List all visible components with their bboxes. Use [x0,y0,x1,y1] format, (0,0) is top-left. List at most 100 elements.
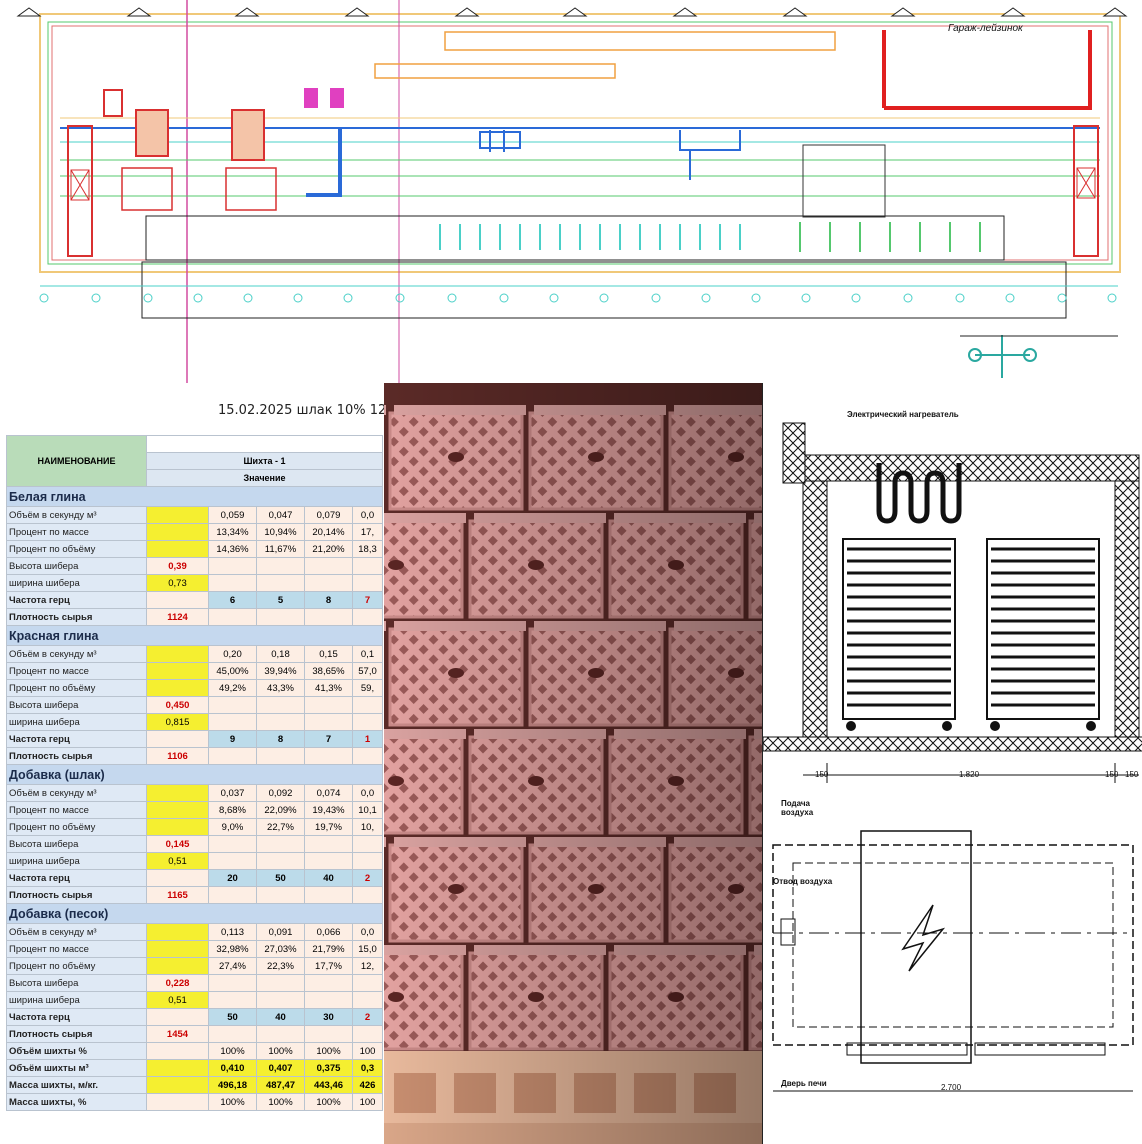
totals-input-cell[interactable] [146,1042,209,1060]
totals-label[interactable]: Масса шихты, % [6,1093,147,1111]
row-input-cell[interactable] [146,869,209,887]
value-cell[interactable]: 0,113 [208,923,257,941]
row-label[interactable]: Частота герц [6,1008,147,1026]
value-cell[interactable]: 38,65% [304,662,353,680]
value-cell[interactable]: 21,79% [304,940,353,958]
value-cell[interactable] [256,574,305,592]
value-cell[interactable]: 49,2% [208,679,257,697]
row-label[interactable]: Объём в секунду м³ [6,923,147,941]
value-cell[interactable] [208,852,257,870]
totals-value-cell[interactable]: 100% [208,1093,257,1111]
value-cell[interactable]: 18,3 [352,540,383,558]
totals-value-cell[interactable]: 100% [304,1042,353,1060]
value-cell[interactable] [304,608,353,626]
row-input-cell[interactable] [146,923,209,941]
row-input-cell[interactable] [146,591,209,609]
value-cell[interactable] [352,835,383,853]
value-cell[interactable]: 0,15 [304,645,353,663]
totals-value-cell[interactable]: 0,3 [352,1059,383,1077]
value-cell[interactable] [304,696,353,714]
value-cell[interactable] [352,1025,383,1043]
totals-value-cell[interactable]: 100% [256,1093,305,1111]
value-cell[interactable]: 0,0 [352,784,383,802]
row-label[interactable]: Процент по массе [6,940,147,958]
row-label[interactable]: Процент по объёму [6,540,147,558]
value-cell[interactable]: 39,94% [256,662,305,680]
row-label[interactable]: Частота герц [6,869,147,887]
row-label[interactable]: Плотность сырья [6,1025,147,1043]
row-label[interactable]: ширина шибера [6,852,147,870]
totals-value-cell[interactable]: 0,407 [256,1059,305,1077]
value-cell[interactable] [352,747,383,765]
row-input-cell[interactable]: 0,39 [146,557,209,575]
value-cell[interactable]: 9 [208,730,257,748]
value-cell[interactable] [352,852,383,870]
value-cell[interactable]: 1 [352,730,383,748]
value-cell[interactable]: 14,36% [208,540,257,558]
totals-value-cell[interactable]: 487,47 [256,1076,305,1094]
value-cell[interactable]: 32,98% [208,940,257,958]
value-cell[interactable] [208,574,257,592]
row-input-cell[interactable] [146,540,209,558]
row-input-cell[interactable]: 1124 [146,608,209,626]
row-label[interactable]: Объём в секунду м³ [6,506,147,524]
value-cell[interactable]: 19,43% [304,801,353,819]
value-cell[interactable]: 0,0 [352,506,383,524]
value-cell[interactable] [208,991,257,1009]
value-cell[interactable] [256,886,305,904]
value-cell[interactable] [208,835,257,853]
row-input-cell[interactable]: 0,815 [146,713,209,731]
value-cell[interactable] [304,574,353,592]
value-cell[interactable] [208,747,257,765]
value-cell[interactable] [208,974,257,992]
row-label[interactable]: Процент по объёму [6,679,147,697]
value-cell[interactable]: 20 [208,869,257,887]
row-label[interactable]: Высота шибера [6,835,147,853]
value-cell[interactable]: 0,059 [208,506,257,524]
value-cell[interactable] [352,557,383,575]
value-cell[interactable]: 41,3% [304,679,353,697]
row-label[interactable]: Плотность сырья [6,608,147,626]
value-cell[interactable] [352,608,383,626]
value-cell[interactable]: 59, [352,679,383,697]
value-cell[interactable]: 11,67% [256,540,305,558]
value-cell[interactable] [208,608,257,626]
value-cell[interactable] [256,713,305,731]
row-label[interactable]: Процент по объёму [6,957,147,975]
value-cell[interactable]: 10, [352,818,383,836]
totals-value-cell[interactable]: 100 [352,1093,383,1111]
value-cell[interactable] [208,696,257,714]
value-cell[interactable]: 17,7% [304,957,353,975]
row-input-cell[interactable]: 0,228 [146,974,209,992]
value-cell[interactable]: 0,091 [256,923,305,941]
value-cell[interactable]: 20,14% [304,523,353,541]
value-cell[interactable]: 22,7% [256,818,305,836]
value-cell[interactable]: 10,94% [256,523,305,541]
row-label[interactable]: Плотность сырья [6,747,147,765]
value-cell[interactable]: 22,3% [256,957,305,975]
row-label[interactable]: Процент по массе [6,523,147,541]
value-cell[interactable] [256,974,305,992]
section-title[interactable]: Белая глина [6,486,383,507]
row-input-cell[interactable]: 0,51 [146,852,209,870]
section-title[interactable]: Красная глина [6,625,383,646]
row-input-cell[interactable] [146,645,209,663]
totals-value-cell[interactable]: 443,46 [304,1076,353,1094]
totals-label[interactable]: Объём шихты % [6,1042,147,1060]
value-cell[interactable]: 2 [352,1008,383,1026]
value-cell[interactable] [208,1025,257,1043]
value-cell[interactable]: 0,0 [352,923,383,941]
row-input-cell[interactable] [146,506,209,524]
row-input-cell[interactable] [146,940,209,958]
value-cell[interactable]: 7 [304,730,353,748]
row-label[interactable]: ширина шибера [6,713,147,731]
value-cell[interactable] [256,1025,305,1043]
value-cell[interactable]: 0,1 [352,645,383,663]
value-cell[interactable]: 19,7% [304,818,353,836]
header-blank[interactable] [146,435,383,453]
value-cell[interactable] [256,835,305,853]
value-cell[interactable] [304,747,353,765]
row-label[interactable]: Высота шибера [6,696,147,714]
value-cell[interactable] [352,974,383,992]
row-input-cell[interactable]: 1106 [146,747,209,765]
